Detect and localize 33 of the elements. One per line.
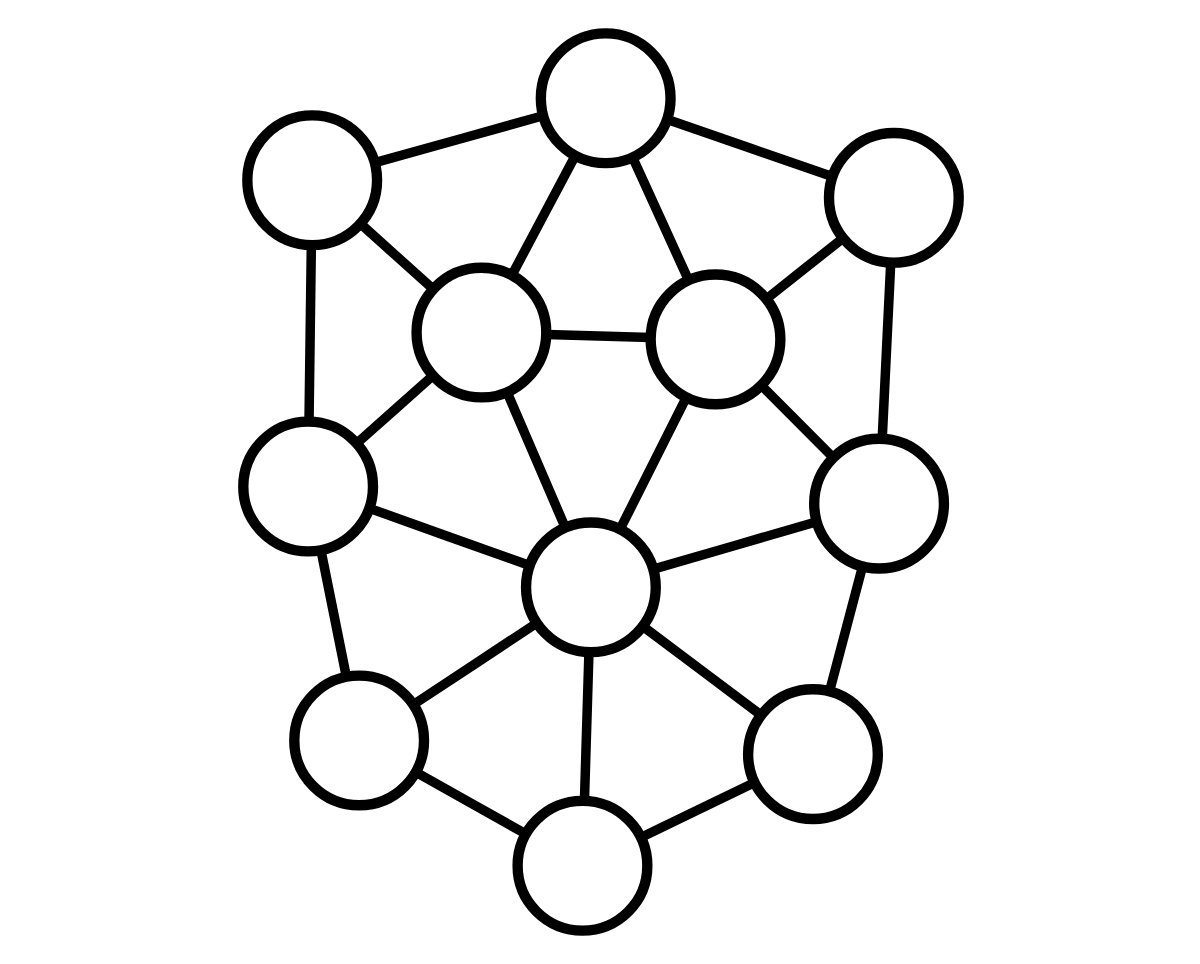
- node-circle: [519, 517, 660, 658]
- node-circle: [644, 269, 785, 410]
- connector: [303, 245, 316, 422]
- connector: [639, 623, 763, 719]
- connector: [757, 382, 836, 461]
- connector: [824, 565, 867, 692]
- node-circle: [808, 433, 949, 574]
- node-circle: [511, 795, 652, 936]
- connector: [639, 778, 755, 842]
- node-circle: [288, 670, 429, 811]
- connector: [614, 396, 690, 532]
- node-circle: [822, 127, 963, 268]
- connector: [366, 503, 531, 570]
- node-circle: [741, 684, 882, 825]
- connector: [315, 549, 350, 677]
- connector: [578, 653, 593, 801]
- connector: [413, 768, 526, 838]
- connector: [876, 262, 895, 437]
- node-circle: [241, 110, 382, 251]
- node-circle: [237, 416, 378, 557]
- connector: [651, 517, 817, 574]
- connector: [545, 329, 650, 343]
- connector: [764, 235, 845, 302]
- node-circle: [410, 262, 551, 403]
- connector: [373, 111, 543, 168]
- connector: [352, 372, 435, 447]
- connector: [410, 619, 538, 709]
- connector: [502, 391, 569, 530]
- connector: [665, 115, 832, 181]
- connector: [357, 221, 435, 293]
- connector: [627, 155, 692, 281]
- node-circle: [534, 28, 675, 169]
- connector: [507, 153, 579, 276]
